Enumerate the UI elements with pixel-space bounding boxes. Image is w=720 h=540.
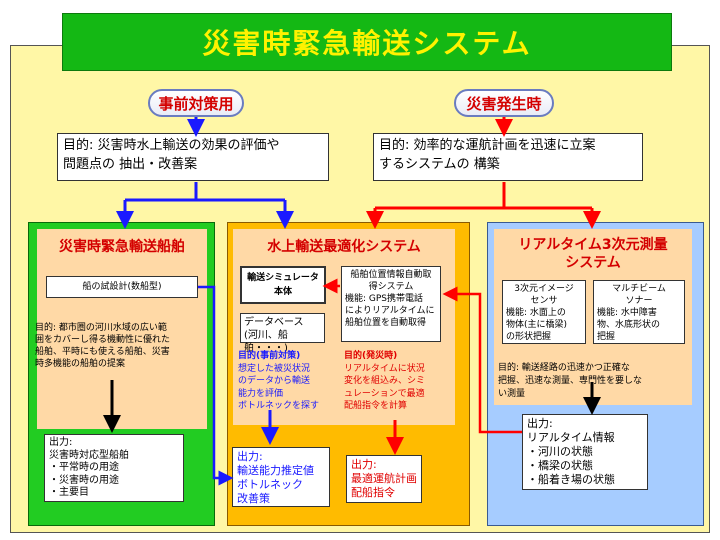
panel-survey-title-line: リアルタイム3次元測量: [518, 237, 668, 253]
multibeam-sonar-line: ソナー: [625, 296, 653, 306]
purpose-disaster-sim-line: 配船指令を計算: [344, 401, 408, 411]
image-sensor-line: 物体(主に橋梁): [506, 320, 568, 330]
vessel-output-line: ・災害時の用途: [49, 474, 119, 486]
survey-output-line: 出力:: [527, 417, 553, 430]
purpose-pre-box: 目的: 災害時水上輸送の効果の評価や 問題点の 抽出・改善案: [57, 133, 329, 181]
optimization-output-disaster-line: 出力:: [351, 458, 377, 471]
arrow-survey-output-to-system: [442, 286, 522, 434]
simulator-core-line: 本体: [273, 287, 292, 297]
vessel-purpose-line: 時多機能の船舶の提案: [35, 359, 126, 369]
position-acquisition-box: 船舶位置情報自動取 得システム 機能: GPS携帯電話 によりリアルタイムに 船…: [341, 266, 441, 342]
survey-purpose-text: 目的: 輸送経路の迅速かつ正確な 把握、迅速な測量、専門性を要しな い測量: [498, 362, 692, 401]
image-sensor-line: センサ: [530, 296, 558, 306]
purpose-disaster-sim-line: 変化を組込み、シミ: [344, 376, 426, 386]
purpose-pre-sim-text: 目的(事前対策) 想定した被災状況 のデータから輸送 能力を評価 ボトルネックを…: [238, 350, 338, 413]
vessel-output-line: 出力:: [49, 437, 73, 448]
vessel-output-line: ・主要目: [49, 487, 89, 498]
purpose-pre-sim-line: ボトルネックを探す: [238, 401, 320, 411]
position-acquisition-line: 船舶位置を自動取得: [345, 318, 427, 328]
vessel-output-line: 災害時対応型船舶: [49, 449, 129, 461]
multibeam-sonar-line: 物、水底形状の: [597, 320, 661, 330]
simulator-core-line: 輸送シミュレータ: [247, 273, 319, 283]
purpose-disaster-line: 目的: 効率的な運航計画を迅速に立案: [379, 138, 596, 153]
purpose-pre-sim-line: 想定した被災状況: [238, 363, 311, 374]
ship-trial-design-label: 船の試設計(数船型): [82, 282, 162, 292]
optimization-output-disaster-line: 最適運航計画: [351, 472, 417, 485]
purpose-pre-sim-line: 能力を評価: [238, 388, 284, 399]
optimization-output-pre-line: 改善策: [237, 492, 270, 505]
database-line: データベース: [244, 317, 304, 328]
red-flow-arrows: [322, 117, 601, 455]
page-title: 災害時緊急輸送システム: [202, 27, 532, 60]
title-banner: 災害時緊急輸送システム: [62, 13, 672, 71]
purpose-pre-sim-line: のデータから輸送: [238, 376, 311, 386]
multibeam-sonar-line: 機能: 水中障害: [597, 308, 657, 318]
survey-output-line: ・橋梁の状態: [527, 459, 593, 472]
purpose-disaster-box: 目的: 効率的な運航計画を迅速に立案 するシステムの 構築: [373, 133, 643, 181]
optimization-output-pre-line: 出力:: [237, 450, 263, 463]
pill-pre-disaster: 事前対策用: [148, 89, 244, 117]
vessel-output-line: ・平常時の用途: [49, 462, 119, 473]
survey-output-line: リアルタイム情報: [527, 431, 615, 444]
purpose-disaster-sim-line: 目的(発災時): [344, 351, 398, 361]
vessel-purpose-line: 船舶、平時にも使える船舶、災害: [35, 347, 170, 357]
position-acquisition-line: 機能: GPS携帯電話: [345, 294, 424, 304]
multibeam-sonar-line: マルチビーム: [612, 284, 666, 294]
vessel-purpose-text: 目的: 都市圏の河川水域の広い範 囲をカバーし得る機動性に優れた 船舶、平時にも…: [35, 322, 211, 370]
pill-during-disaster-label: 災害発生時: [466, 94, 542, 113]
purpose-pre-sim-line: 目的(事前対策): [238, 351, 301, 361]
multibeam-sonar-box: マルチビーム ソナー 機能: 水中障害 物、水底形状の 把握: [593, 280, 685, 344]
optimization-output-disaster-line: 配船指令: [351, 486, 395, 499]
panel-emergency-vessel-title: 災害時緊急輸送船舶: [59, 239, 185, 255]
position-acquisition-line: 船舶位置情報自動取: [350, 270, 432, 280]
panel-optimization-title: 水上輸送最適化システム: [267, 239, 421, 255]
purpose-pre-line: 問題点の 抽出・改善案: [63, 157, 198, 172]
image-sensor-line: の形状把握: [506, 332, 552, 342]
arrow-design-to-output: [198, 285, 234, 486]
survey-purpose-line: 把握、迅速な測量、専門性を要しな: [498, 376, 643, 386]
purpose-disaster-line: するシステムの 構築: [379, 157, 500, 172]
survey-output-line: ・船着き場の状態: [527, 473, 615, 486]
pill-pre-disaster-label: 事前対策用: [158, 94, 234, 113]
survey-purpose-line: い測量: [498, 389, 526, 399]
purpose-disaster-sim-text: 目的(発災時) リアルタイムに状況 変化を組込み、シミ ュレーションで最適 配船…: [344, 350, 448, 413]
vessel-output-box: 出力: 災害時対応型船舶 ・平常時の用途 ・災害時の用途 ・主要目: [44, 434, 184, 502]
purpose-disaster-sim-line: リアルタイムに状況: [344, 363, 425, 374]
survey-output-line: ・河川の状態: [527, 445, 593, 458]
ship-trial-design-box: 船の試設計(数船型): [46, 276, 198, 298]
position-acquisition-line: 得システム: [368, 282, 414, 292]
database-line: (河川、船舶・・・): [244, 330, 288, 354]
vessel-purpose-line: 目的: 都市圏の河川水域の広い範: [35, 323, 167, 333]
image-sensor-box: 3次元イメージ センサ 機能: 水面上の 物体(主に橋梁) の形状把握: [502, 280, 586, 344]
black-flow-arrows: [103, 380, 601, 433]
image-sensor-line: 3次元イメージ: [514, 284, 574, 294]
optimization-output-pre-box: 出力: 輸送能力推定値 ボトルネック 改善策: [232, 447, 330, 507]
panel-survey-title: リアルタイム3次元測量 システム: [494, 236, 692, 272]
optimization-output-disaster-box: 出力: 最適運航計画 配船指令: [346, 455, 422, 503]
database-box: データベース (河川、船舶・・・): [240, 313, 325, 354]
image-sensor-line: 機能: 水面上の: [506, 308, 566, 318]
panel-emergency-vessel-inner: [37, 229, 207, 429]
position-acquisition-line: によりリアルタイムに: [345, 306, 435, 316]
purpose-disaster-sim-line: ュレーションで最適: [344, 388, 425, 399]
optimization-output-pre-line: 輸送能力推定値: [237, 464, 314, 477]
blue-flow-arrows: [116, 117, 294, 486]
pill-during-disaster: 災害発生時: [454, 89, 554, 117]
purpose-pre-line: 目的: 災害時水上輸送の効果の評価や: [63, 138, 280, 153]
survey-output-box: 出力: リアルタイム情報 ・河川の状態 ・橋梁の状態 ・船着き場の状態: [522, 414, 648, 490]
vessel-purpose-line: 囲をカバーし得る機動性に優れた: [35, 335, 171, 345]
panel-survey-title-line: システム: [565, 255, 621, 271]
survey-purpose-line: 目的: 輸送経路の迅速かつ正確な: [498, 363, 630, 373]
optimization-output-pre-line: ボトルネック: [237, 478, 303, 491]
multibeam-sonar-line: 把握: [597, 332, 616, 342]
